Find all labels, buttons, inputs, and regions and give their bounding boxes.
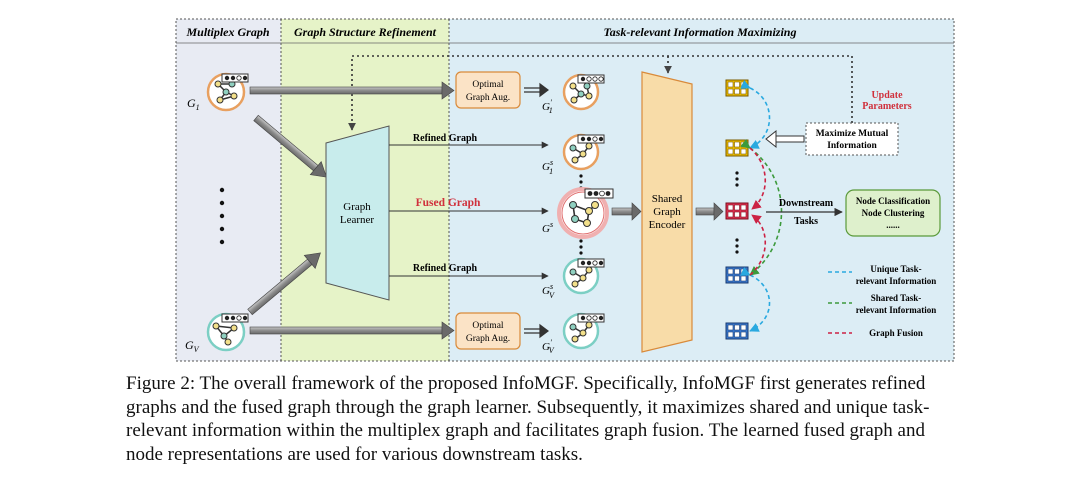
arrow-aug-top-out [524,82,549,98]
task-title: Task-relevant Information Maximizing [604,25,797,39]
arc-unique-bottom [740,267,771,332]
arc-unique-top [740,80,771,149]
outer-frame [175,18,955,362]
multiplex-panel [176,19,281,361]
framework-diagram: Multiplex Graph Graph Structure Refineme… [175,18,955,362]
arrow-to-maximize [765,129,805,149]
tasks-label-3: ...... [886,220,900,230]
embedding-fused [725,202,749,220]
multiplex-title: Multiplex Graph [185,25,269,39]
arrow-gv-to-aug [249,321,455,340]
figure-caption: Figure 2: The overall framework of the p… [126,373,930,465]
legend-unique-1: Unique Task- [870,264,921,274]
encoder-label-1: Shared [652,193,683,205]
arrow-g1-to-learner [253,114,327,178]
downstream-label-1: Downstream [779,198,834,209]
arrow-gv-to-learner [247,252,321,316]
label-g1: G1 [187,96,200,112]
graph-g1-icon [206,72,249,112]
graph-gv-prime-icon [562,312,605,350]
aug-top-line1: Optimal [472,80,503,90]
legend-fusion: Graph Fusion [869,328,923,338]
update-label-2: Parameters [862,101,912,112]
arc-fusion-top [749,147,766,210]
learner-label-1: Graph [343,201,371,213]
embedding-g1-prime [725,79,749,97]
downstream-label-2: Tasks [794,216,818,227]
legend-shared-1: Shared Task- [871,293,922,303]
shared-graph-encoder [641,71,693,353]
label-refined-top: Refined Graph [413,133,478,144]
refinement-title: Graph Structure Refinement [294,25,437,39]
maximize-label-1: Maximize Mutual [816,129,889,139]
arc-fusion-bottom [749,214,766,276]
tasks-box [845,189,941,237]
graph-g1-s-icon [562,133,605,171]
label-refined-bottom: Refined Graph [413,263,478,274]
graph-learner [325,125,390,301]
label-gv-prime: G′V [542,338,555,355]
graph-gv-icon [206,312,249,352]
graph-gv-s-icon [562,257,605,295]
graph-g1-prime-icon [562,73,605,111]
feedback-loop [348,55,853,131]
embedding-g1-s [725,139,749,157]
arrow-aug-bottom-out [524,323,549,339]
tasks-label-1: Node Classification [856,196,930,206]
dots-right-bottom [579,239,583,255]
aug-bottom-line1: Optimal [472,321,503,331]
encoder-label-2: Graph [653,206,681,218]
aug-bottom-line2: Graph Aug. [466,334,510,344]
embedding-gv-prime [725,322,749,340]
tasks-label-2: Node Clustering [862,208,925,218]
encoder-label-3: Encoder [649,219,686,231]
label-gs: Gs [542,220,553,235]
maximize-label-2: Information [827,141,877,151]
label-g1-prime: G′1 [542,98,553,115]
dots-embed-bottom [735,238,739,254]
legend-shared-2: relevant Information [856,305,937,315]
arrow-g1-to-aug [249,81,455,100]
arrow-encoder-to-embed [695,202,724,221]
embedding-gv-s [725,266,749,284]
learner-label-2: Learner [340,214,375,226]
optimal-aug-bottom: Optimal Graph Aug. [455,312,521,350]
update-label-1: Update [871,90,903,101]
graph-fused-icon [557,187,614,239]
optimal-aug-top: Optimal Graph Aug. [455,71,521,109]
dots-left [219,187,225,245]
dots-embed-top [735,171,739,187]
aug-top-line2: Graph Aug. [466,93,510,103]
legend-unique-2: relevant Information [856,276,937,286]
label-fused: Fused Graph [416,197,481,209]
arrow-fused-to-encoder [611,202,642,221]
maximize-box [805,122,899,156]
label-gv: GV [185,338,200,354]
